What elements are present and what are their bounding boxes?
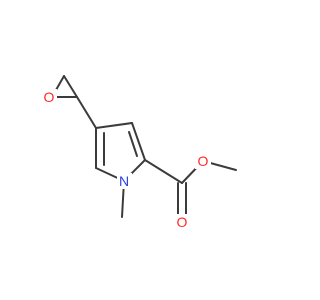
bond-epoxide-to-ring	[76, 96, 97, 129]
bond-layer	[51, 75, 237, 218]
ring-nitrogen-label: N	[119, 173, 129, 189]
ester-oxygen-atom: O	[195, 153, 211, 169]
epoxide-oxygen-label: O	[44, 89, 55, 105]
molecule-diagram: O N O O	[41, 75, 237, 230]
atom-layer: O N O O	[41, 89, 211, 230]
bond-ring-to-carbonyl-c	[144, 159, 183, 184]
bond-epoxide-c-c	[63, 75, 78, 98]
molecule-structure: O N O O	[41, 75, 237, 230]
ring-nitrogen-atom: N	[117, 173, 132, 189]
bond-ring-c4-c3	[95, 122, 133, 129]
carbonyl-oxygen-atom: O	[174, 214, 190, 230]
carbonyl-oxygen-label: O	[177, 214, 188, 230]
ester-oxygen-label: O	[198, 153, 209, 169]
bond-ring-c3-c2-inner	[128, 131, 138, 157]
epoxide-oxygen-atom: O	[41, 89, 57, 105]
bond-ring-c3-c2	[131, 122, 146, 161]
